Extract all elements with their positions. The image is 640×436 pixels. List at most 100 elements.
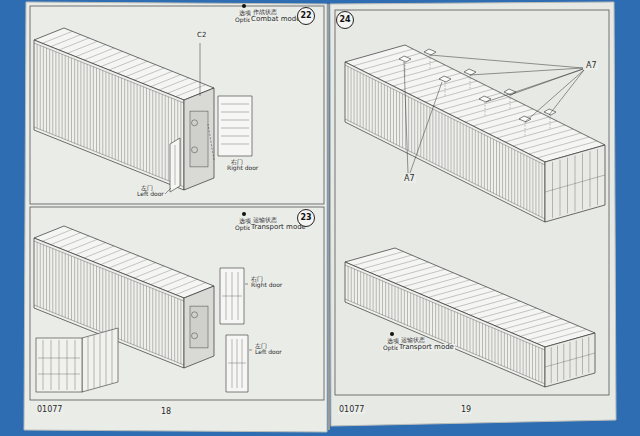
container-line: [159, 291, 160, 355]
container-line: [127, 81, 128, 165]
container-line: [489, 117, 549, 134]
container-line: [76, 243, 106, 255]
container-line: [413, 294, 414, 328]
part-number: C2: [196, 32, 207, 39]
container-line: [378, 82, 379, 136]
container-line: [484, 135, 485, 189]
container-line: [454, 311, 455, 345]
container-line: [140, 284, 141, 348]
container-line: [520, 339, 521, 373]
container-line: [435, 304, 436, 338]
container-line: [412, 276, 462, 290]
container-line: [387, 86, 388, 140]
container-line: [155, 290, 156, 354]
container-line: [369, 57, 429, 74]
container-line: [511, 148, 512, 202]
container-line: [488, 326, 489, 360]
container-line: [127, 279, 128, 343]
container-line: [149, 89, 150, 173]
step-number-circle: 24: [336, 11, 354, 29]
container-line: [378, 262, 428, 276]
container-line: [351, 268, 352, 302]
container-line: [441, 306, 442, 340]
container-line: [159, 78, 189, 90]
container-line: [441, 113, 442, 167]
container-end: [545, 145, 605, 222]
container-line: [118, 77, 119, 161]
mode-cn: 运输状态: [252, 217, 278, 223]
container-line: [438, 305, 439, 339]
container-line: [384, 85, 385, 139]
container-line: [478, 132, 479, 186]
container-line: [476, 321, 477, 355]
leader-line: [430, 55, 583, 68]
container-line: [457, 313, 458, 347]
container-line: [429, 301, 430, 335]
container-line: [155, 92, 156, 176]
container-line: [428, 283, 478, 297]
mode-label: Transport mode: [398, 344, 455, 351]
container-line: [112, 272, 113, 336]
container-line: [472, 129, 473, 183]
container-line: [102, 269, 103, 333]
pad-part: [519, 116, 531, 122]
container-line: [432, 302, 433, 336]
container-line: [529, 343, 530, 377]
leader-line: [486, 69, 583, 102]
container-line: [67, 239, 97, 251]
container-line: [466, 317, 467, 351]
container-line: [449, 97, 509, 114]
container-line: [517, 151, 518, 205]
container-line: [152, 289, 153, 353]
pad-part: [424, 49, 436, 55]
container-end: [184, 88, 214, 190]
container-line: [84, 261, 85, 325]
container-line: [396, 91, 397, 145]
container-line: [96, 266, 97, 330]
container-line: [460, 123, 461, 177]
container-line: [59, 53, 60, 137]
door-label: Left door: [254, 349, 283, 355]
container-line: [435, 110, 436, 164]
pad-part: [399, 56, 411, 62]
container-line: [34, 241, 184, 301]
container-line: [357, 270, 358, 304]
container-line: [535, 346, 536, 380]
container-line: [505, 145, 506, 199]
container-line: [372, 79, 373, 133]
container-line: [451, 118, 452, 172]
container-line: [470, 301, 520, 315]
container-line: [370, 276, 371, 310]
container-line: [49, 247, 50, 311]
left-door: [170, 138, 180, 192]
step-frame: [30, 207, 324, 400]
container-line: [121, 276, 122, 340]
leader-line: [165, 188, 171, 194]
step-number-circle: 23: [297, 209, 315, 227]
leader-line: [410, 82, 442, 173]
container-line: [126, 65, 156, 77]
container-line: [373, 277, 374, 311]
container-line: [426, 300, 427, 334]
part-number: A7: [585, 62, 598, 70]
small-container: [36, 328, 118, 392]
step-number: 23: [300, 214, 311, 222]
container-line: [134, 83, 135, 167]
container-line: [521, 133, 581, 150]
container-line: [360, 272, 361, 306]
container-line: [34, 43, 184, 103]
container-line: [498, 330, 499, 364]
container-line: [84, 63, 85, 147]
container-line: [385, 65, 445, 82]
container-line: [379, 280, 380, 314]
guide-line: [485, 102, 486, 117]
leader-line: [525, 70, 584, 122]
container-line: [414, 100, 415, 154]
container-line: [516, 338, 517, 372]
container-line: [537, 329, 587, 343]
option-icons: [242, 4, 394, 336]
container-line: [351, 68, 352, 122]
container-line: [130, 280, 131, 344]
guide-line: [430, 55, 431, 70]
container-line: [76, 45, 106, 57]
